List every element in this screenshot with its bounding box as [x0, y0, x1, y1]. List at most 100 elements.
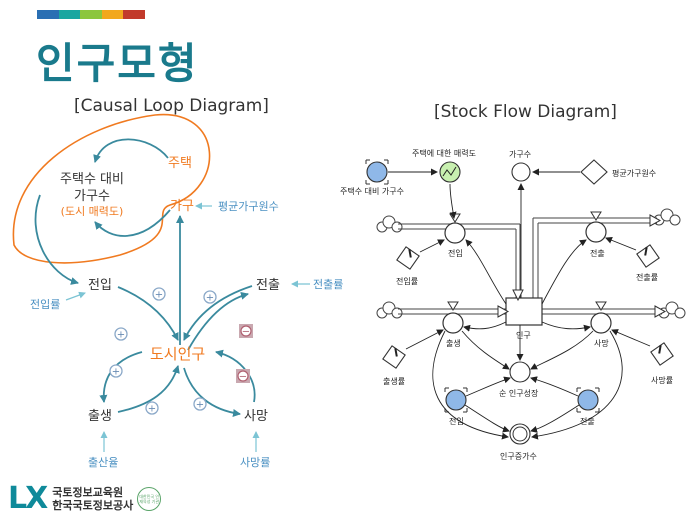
sfd-flow-birth-label: 출생	[446, 338, 461, 348]
cld-loop-label: 주택	[168, 156, 192, 171]
svg-text:+: +	[112, 367, 120, 378]
sfd-housing-ratio-label: 주택수 대비 가구수	[340, 186, 404, 196]
org-name: 국토정보교육원 한국국토정보공사	[52, 486, 133, 512]
sfd-population-label: 인구	[516, 330, 531, 340]
cld-death-label: 사망	[244, 409, 268, 424]
stock-flow-diagram: 주택에 대한 매력도 주택수 대비 가구수 가구수 평균가구원수 전입 전출 전…	[340, 148, 686, 461]
cld-inflow-label: 전입	[88, 278, 112, 293]
converter-net-growth	[509, 361, 531, 383]
sfd-attractiveness-label: 주택에 대한 매력도	[412, 148, 476, 158]
flow-arrow-death	[654, 305, 667, 318]
strip-segment-4	[101, 10, 124, 19]
rate-box-outflow	[636, 244, 660, 268]
sfd-net-growth-label: 순 인구성장	[499, 388, 539, 398]
cloud-right-bottom	[658, 301, 686, 319]
rate-box-inflow	[396, 246, 420, 270]
org-line-2: 한국국토정보공사	[52, 499, 134, 512]
converter-housing-ratio	[366, 161, 388, 183]
cld-avg-household-label: 평균가구원수	[218, 200, 279, 213]
converter-pop-increase	[509, 423, 531, 445]
cld-in-rate-label: 전입률	[30, 298, 60, 311]
link-population-to-death	[183, 367, 241, 417]
polarity-plus-2: +	[203, 290, 217, 304]
strip-segment-1	[37, 10, 59, 19]
cloud-left-top	[376, 215, 403, 233]
sfd-flow-death-label: 사망	[594, 338, 609, 348]
svg-text:+: +	[206, 293, 214, 304]
sfd-flow-in-label: 전입	[448, 248, 463, 258]
sfd-rate-birth-label: 출생률	[383, 376, 405, 386]
cld-birth-rate-label: 출산율	[88, 456, 118, 469]
cld-ratio-label-2: 가구수	[74, 189, 110, 204]
org-badge-text: 대한민국 인재육성 기관	[139, 494, 160, 504]
polarity-minus-2: −	[236, 369, 250, 383]
link-ratio-to-inflow	[34, 194, 79, 285]
sfd-avg-household-label: 평균가구원수	[612, 168, 656, 178]
page-title: 인구모형	[36, 39, 199, 88]
polarity-plus-3: +	[114, 327, 128, 341]
link-population-to-outflow	[187, 291, 249, 351]
valve-death	[590, 301, 612, 334]
strip-segment-2	[58, 10, 81, 19]
link-household-to-ratio	[94, 209, 171, 237]
housing-loop-outline	[12, 113, 211, 264]
cld-out-rate-label: 전출률	[313, 278, 343, 291]
cloud-left-bottom	[376, 301, 403, 319]
link-outflow-to-population	[183, 285, 253, 341]
sfd-households-label: 가구수	[509, 150, 531, 159]
causal-loop-diagram: + + + + + +	[12, 113, 343, 469]
sfd-rate-death-label: 사망률	[651, 375, 673, 385]
polarity-plus-5: +	[145, 401, 159, 415]
flow-arrow-birth	[497, 305, 510, 318]
cld-ratio-label-1: 주택수 대비	[60, 172, 124, 187]
lx-logo-mark: LX	[8, 481, 48, 516]
color-strip	[37, 10, 145, 19]
housing-ratio-ghost-brackets	[365, 159, 389, 185]
sfd-pop-increase-label: 인구증가수	[500, 451, 537, 461]
cld-attractiveness-label: (도시 매력도)	[61, 205, 124, 218]
org-line-1: 국토정보교육원	[52, 486, 124, 499]
polarity-plus-6: +	[193, 397, 207, 411]
rate-box-birth	[382, 345, 406, 369]
org-badge-icon: 대한민국 인재육성 기관	[137, 487, 162, 511]
svg-text:+: +	[148, 404, 156, 415]
valve-birth	[442, 301, 464, 334]
polarity-plus-1: +	[152, 287, 166, 301]
cld-heading: [Causal Loop Diagram]	[74, 96, 269, 116]
flow-arrow-outflow	[649, 214, 662, 227]
link-birth-to-population	[117, 365, 180, 413]
converter-avg-household	[580, 159, 608, 185]
converter-households	[511, 162, 531, 182]
sfd-info-links	[388, 168, 651, 440]
svg-text:+: +	[117, 330, 125, 341]
rate-box-death	[650, 342, 674, 366]
svg-text:−: −	[239, 372, 247, 383]
valve-outflow	[585, 211, 607, 243]
sfd-ghost-out-label: 전출	[580, 416, 595, 426]
ghost-inflow	[445, 389, 467, 411]
sfd-rate-out-label: 전출률	[636, 272, 658, 282]
footer-logo: LX 국토정보교육원 한국국토정보공사 대한민국 인재육성 기관	[8, 481, 162, 516]
cld-population-label: 도시인구	[150, 345, 205, 363]
converter-attractiveness	[439, 161, 461, 183]
cld-death-rate-label: 사망률	[240, 456, 270, 469]
link-inflow-to-population	[117, 286, 179, 341]
svg-text:−: −	[242, 327, 250, 338]
polarity-minus-1: −	[239, 324, 253, 338]
sfd-ghost-in-label: 전입	[449, 416, 464, 426]
ghost-inflow-brackets	[444, 387, 468, 413]
valve-inflow	[444, 213, 466, 244]
cld-outflow-label: 전출	[256, 278, 280, 293]
svg-text:+: +	[155, 290, 163, 301]
ghost-outflow	[577, 389, 599, 411]
polarity-plus-4: +	[109, 364, 123, 378]
sfd-rate-in-label: 전입률	[396, 276, 418, 286]
flow-arrow-inflow	[512, 289, 524, 302]
link-population-to-birth	[99, 351, 143, 403]
sfd-heading: [Stock Flow Diagram]	[434, 102, 617, 122]
link-in-rate	[65, 291, 86, 301]
strip-segment-3	[80, 10, 102, 19]
sfd-flow-out-label: 전출	[590, 248, 605, 258]
